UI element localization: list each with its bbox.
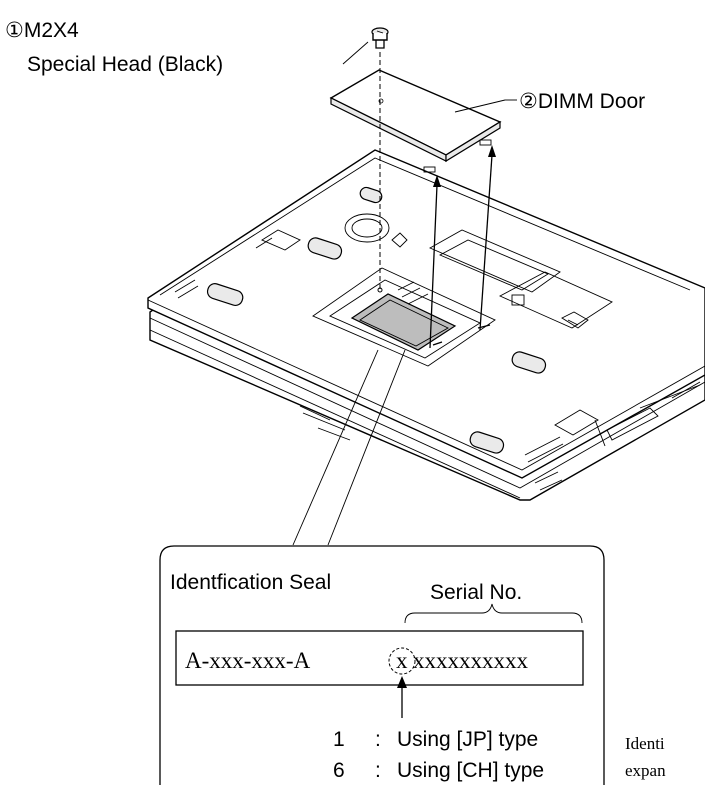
seal-code-serial: xxxxxxxxxx xyxy=(413,648,529,673)
screw-description: Special Head (Black) xyxy=(27,53,223,76)
seal-code-prefix: A-xxx-xxx-A xyxy=(185,648,311,673)
screw-part-name: M2X4 xyxy=(24,19,79,42)
serial-number-label: Serial No. xyxy=(430,581,522,604)
door-part-name: DIMM Door xyxy=(538,90,645,113)
svg-text:①M2X4: ①M2X4 xyxy=(5,19,79,42)
type-code-1: 1 xyxy=(333,728,345,751)
side-note-line-2: expan xyxy=(625,761,666,780)
type-digit-highlight xyxy=(388,647,416,675)
seal-title: Identfication Seal xyxy=(170,571,331,594)
screw-number: ① xyxy=(5,19,24,42)
speaker-grille xyxy=(344,213,408,248)
rubber-feet xyxy=(206,186,547,454)
door-number: ② xyxy=(519,90,538,113)
svg-text:②DIMM Door: ②DIMM Door xyxy=(519,90,645,113)
removal-arrows xyxy=(429,145,496,349)
dimm-bay xyxy=(312,267,496,367)
type-sep-6: : xyxy=(375,759,381,782)
serial-brace xyxy=(404,603,583,624)
dimm-door xyxy=(329,69,502,173)
type-desc-6: Using [CH] type xyxy=(397,759,544,782)
side-note-line-1: Identi xyxy=(625,734,665,753)
seal-label xyxy=(175,630,584,686)
screw-icon xyxy=(371,27,389,49)
type-code-6: 6 xyxy=(333,759,345,782)
laptop-illustration xyxy=(147,149,705,501)
type-desc-1: Using [JP] type xyxy=(397,728,538,751)
seal-type-digit: x xyxy=(396,648,408,673)
type-sep-1: : xyxy=(375,728,381,751)
identification-seal-callout: Identfication Seal Serial No. A-xxx-xxx-… xyxy=(159,545,605,785)
